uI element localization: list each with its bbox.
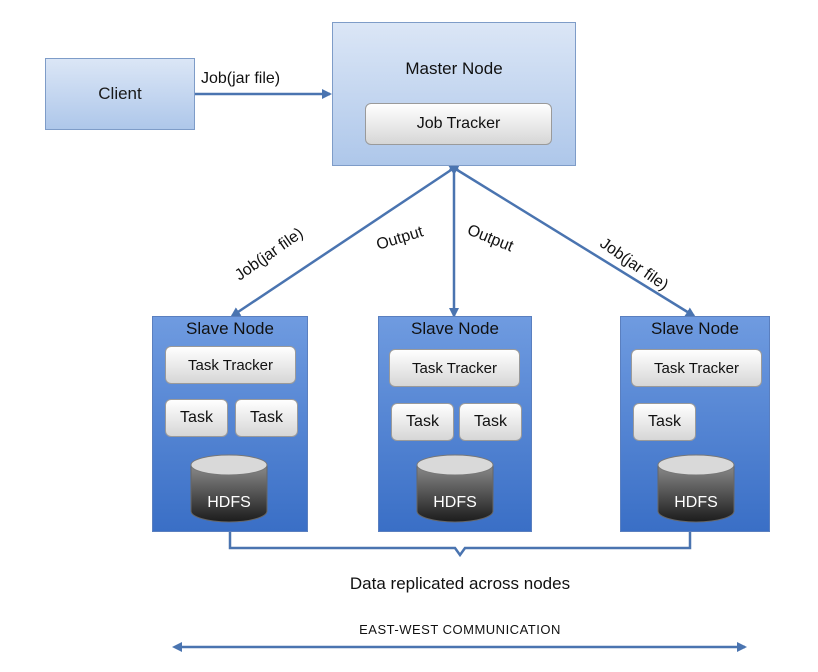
task-tracker: Task Tracker bbox=[165, 346, 296, 384]
master-slave-right-arrow bbox=[447, 163, 696, 318]
slave-node-1: Slave Node Task Tracker Task Task HDFS bbox=[152, 316, 308, 532]
slave-node-title: Slave Node bbox=[651, 319, 739, 338]
task: Task bbox=[459, 403, 522, 441]
task: Task bbox=[165, 399, 228, 437]
slave-node-title: Slave Node bbox=[411, 319, 499, 338]
slave-node-2: Slave Node Task Tracker Task Task HDFS bbox=[378, 316, 532, 532]
hdfs-cylinder: HDFS bbox=[416, 454, 494, 523]
hdfs-label: HDFS bbox=[433, 494, 477, 511]
replication-label: Data replicated across nodes bbox=[349, 574, 571, 593]
client-node: Client bbox=[45, 58, 195, 130]
master-slave-left-arrow bbox=[230, 163, 461, 318]
task: Task bbox=[633, 403, 696, 441]
hdfs-cylinder: HDFS bbox=[190, 454, 268, 523]
master-node-title: Master Node bbox=[405, 59, 503, 78]
master-node: Master Node Job Tracker bbox=[332, 22, 576, 166]
hdfs-label: HDFS bbox=[674, 494, 718, 511]
hdfs-cylinder: HDFS bbox=[657, 454, 735, 523]
task-tracker: Task Tracker bbox=[631, 349, 762, 387]
job-tracker: Job Tracker bbox=[365, 103, 552, 145]
task: Task bbox=[391, 403, 454, 441]
client-to-master-label: Job(jar file) bbox=[201, 70, 281, 87]
replication-bracket bbox=[228, 532, 692, 558]
task-tracker: Task Tracker bbox=[389, 349, 520, 387]
task: Task bbox=[235, 399, 298, 437]
hdfs-label: HDFS bbox=[207, 494, 251, 511]
slave-node-3: Slave Node Task Tracker Task HDFS bbox=[620, 316, 770, 532]
client-label: Client bbox=[98, 84, 142, 103]
east-west-label: EAST-WEST COMMUNICATION bbox=[359, 622, 561, 637]
slave-node-title: Slave Node bbox=[186, 319, 274, 338]
